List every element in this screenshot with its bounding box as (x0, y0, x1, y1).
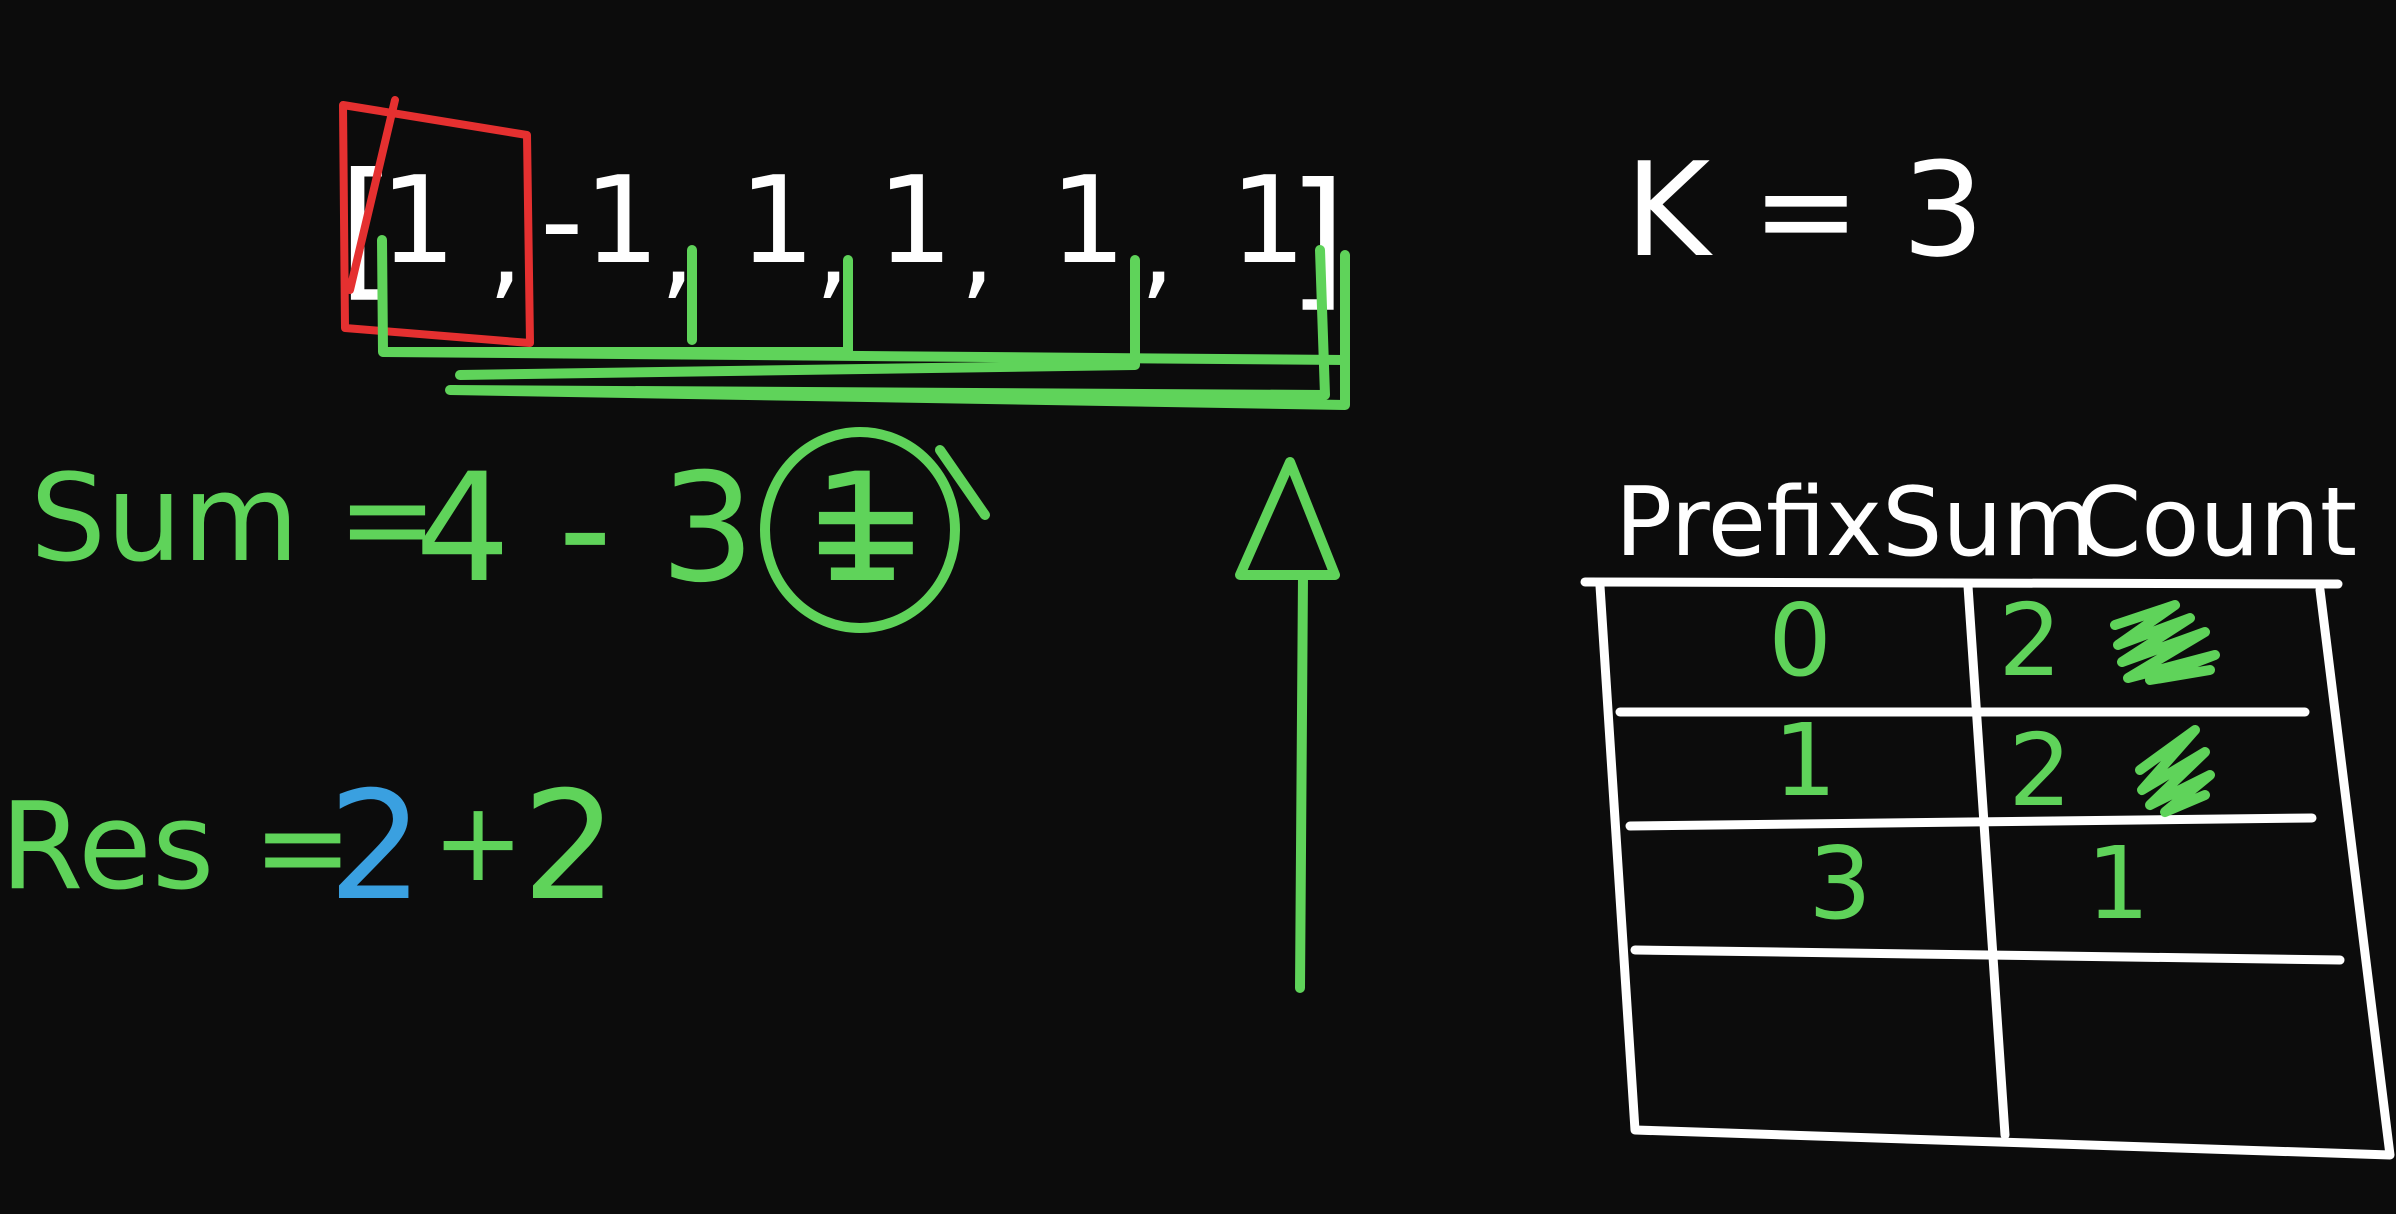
sum-label: Sum = (30, 450, 438, 589)
table-header-count: Count (2075, 468, 2357, 578)
array-comma-4: , (1140, 183, 1175, 311)
red-highlight-box (339, 96, 534, 347)
pointer-arrow (1235, 457, 1340, 993)
scribble-mark-row-1 (2135, 725, 2215, 817)
k-label: K = 3 (1625, 134, 1985, 286)
res-label: Res = (0, 778, 353, 917)
table-row-1-count: 2 (2008, 712, 2072, 829)
array-element-4: 1 (1050, 152, 1126, 291)
table-header-prefixsum: PrefixSum (1615, 468, 2095, 578)
sum-result: 1 (812, 442, 907, 616)
sum-result-circle (760, 427, 960, 633)
res-line: Res = 2 + 2 (0, 760, 617, 934)
scribble-mark-row-0 (2110, 600, 2220, 685)
array-element-5: 1 (1230, 152, 1306, 291)
array-element-1: -1 (540, 152, 660, 291)
sum-expression: 4 - 3 = (415, 442, 929, 616)
table-row-1-prefixsum: 1 (1773, 702, 1837, 819)
array-comma-3: , (960, 183, 995, 311)
array-comma-0: , (488, 183, 523, 311)
array-element-3: 1 (877, 152, 953, 291)
sum-line: Sum = 4 - 3 = 1 (30, 427, 990, 633)
table-row-2-prefixsum: 3 (1808, 825, 1872, 942)
subarray-brackets (377, 235, 1350, 410)
table-row-0-count: 2 (1998, 582, 2062, 699)
res-first-term: 2 (328, 760, 423, 934)
prefix-sum-table: PrefixSum Count 0 2 1 2 3 1 (1580, 468, 2395, 1160)
res-plus: + (432, 778, 524, 906)
table-row-0-prefixsum: 0 (1768, 582, 1832, 699)
array-group: [ 1 , -1 , 1 , 1 , 1 , 1 ] (338, 142, 1347, 326)
array-element-2: 1 (739, 152, 815, 291)
array-element-0: 1 (380, 152, 456, 291)
res-second-term: 2 (522, 760, 617, 934)
table-row-2-count: 1 (2086, 825, 2150, 942)
